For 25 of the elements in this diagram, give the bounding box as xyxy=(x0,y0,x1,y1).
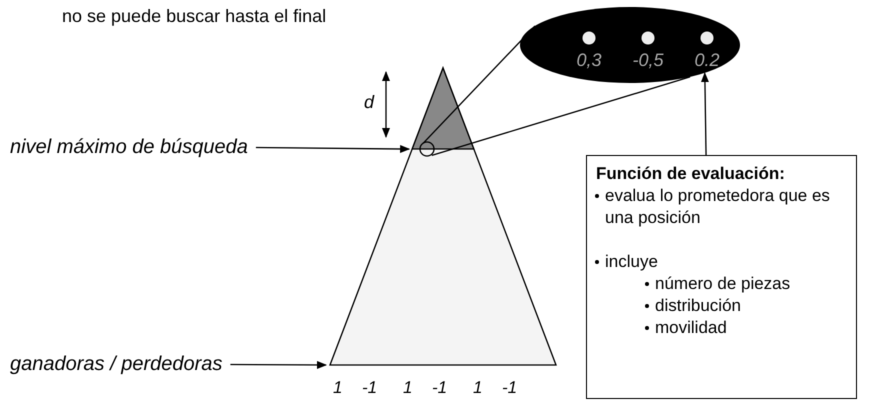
depth-label: d xyxy=(364,92,374,113)
score-value: 0,3 xyxy=(575,50,603,71)
sub-bullet-item: distribución xyxy=(655,295,742,317)
leaf-label: ganadoras / perdedoras xyxy=(10,353,222,376)
score-value: 0.2 xyxy=(693,50,721,71)
leaf-value: -1 xyxy=(362,378,378,398)
arrow xyxy=(256,145,410,153)
leaf-value: -1 xyxy=(432,378,448,398)
note-text: no se puede buscar hasta el final xyxy=(62,6,326,27)
score-value: -0,5 xyxy=(631,50,665,71)
bullet-item: evalua lo prometedora que es una posición xyxy=(605,185,831,229)
leaf-value: 1 xyxy=(333,378,342,398)
arrow xyxy=(230,360,327,369)
zoom-line xyxy=(432,76,690,156)
sub-bullet-item: número de piezas xyxy=(655,273,792,295)
leaf-value: 1 xyxy=(473,378,482,398)
evaluation-box xyxy=(586,155,857,399)
leaf-value: 1 xyxy=(403,378,412,398)
sub-bullet-item: movilidad xyxy=(655,317,728,339)
arrow xyxy=(700,72,709,156)
zoom-line xyxy=(422,26,536,144)
level-label: nivel máximo de búsqueda xyxy=(10,136,248,159)
leaf-value: -1 xyxy=(502,378,518,398)
bullet-item: incluye xyxy=(605,251,659,273)
box-heading: Función de evaluación: xyxy=(596,164,785,184)
